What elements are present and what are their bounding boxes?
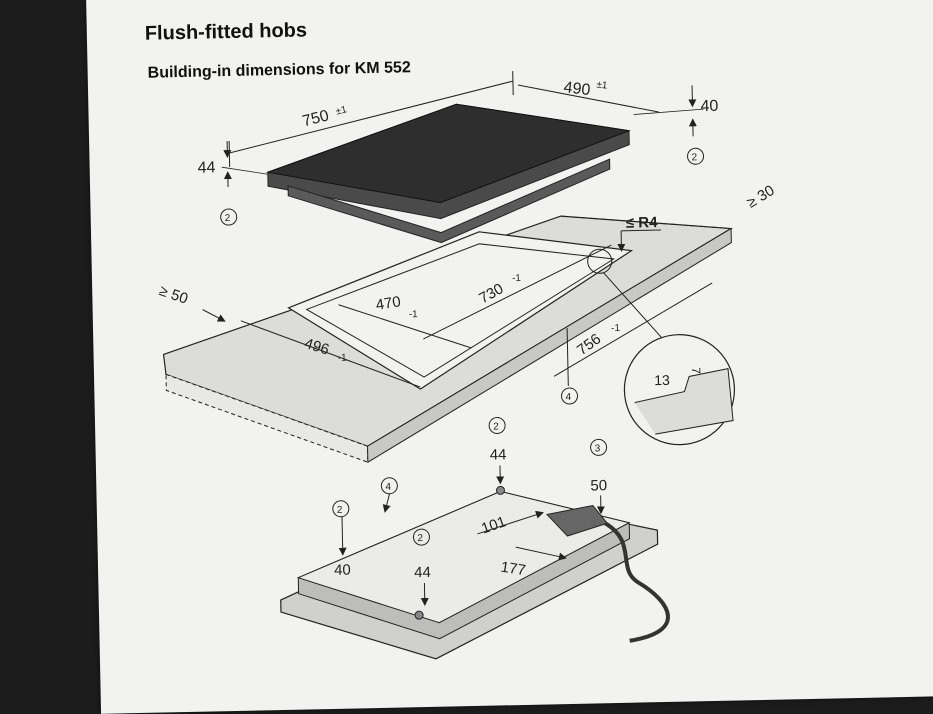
callout-2-left: 2 xyxy=(225,213,231,224)
hob-length-tol: ±1 xyxy=(335,104,349,117)
callout-3-box: 3 xyxy=(595,443,601,454)
callout-2-left-bottom: 2 xyxy=(337,505,343,516)
outer-length-tol: -1 xyxy=(611,323,621,334)
dim-front-clearance: ≥ 50 xyxy=(157,281,225,323)
corner-radius-label: ≤ R4 xyxy=(626,214,659,232)
callout-4-worktop: 4 xyxy=(565,392,571,403)
manual-page: Flush-fitted hobs Building-in dimensions… xyxy=(86,0,933,714)
rebate-width-label: 13 xyxy=(654,372,670,388)
dim-rear-clearance: ≥ 30 xyxy=(744,182,778,212)
hob-width-label: 490 xyxy=(563,79,592,99)
hob-width-tol: ±1 xyxy=(596,79,609,91)
dim-hob-height: 44 2 xyxy=(197,140,269,225)
spacer-a-label: 44 xyxy=(490,446,507,463)
outer-width-tol: -1 xyxy=(338,353,348,364)
box-height-label: 50 xyxy=(590,477,607,494)
hob-height-label: 44 xyxy=(197,159,215,176)
dim-hob-side: 40 2 xyxy=(633,85,720,166)
rebate-depth-label: 7 xyxy=(689,367,703,374)
inner-length-tol: -1 xyxy=(512,273,522,284)
callout-2-middle: 2 xyxy=(417,533,423,544)
front-clearance-label: ≥ 50 xyxy=(157,282,190,307)
callout-2-top: 2 xyxy=(493,421,499,432)
spacer-c-label: 44 xyxy=(414,564,431,581)
callout-4-hob: 4 xyxy=(385,482,391,493)
rebate-detail: 13 7 xyxy=(623,334,735,446)
rear-clearance-label: ≥ 30 xyxy=(744,182,778,212)
dim-hob-width: 490 ±1 xyxy=(518,77,659,115)
hob-length-label: 750 xyxy=(301,107,331,130)
spacer-b-label: 40 xyxy=(334,562,351,579)
callout-2-right: 2 xyxy=(691,152,697,163)
hob-side-label: 40 xyxy=(700,98,718,115)
building-in-diagram: 750 ±1 490 ±1 40 2 44 2 xyxy=(86,0,933,714)
inner-width-tol: -1 xyxy=(409,309,419,320)
